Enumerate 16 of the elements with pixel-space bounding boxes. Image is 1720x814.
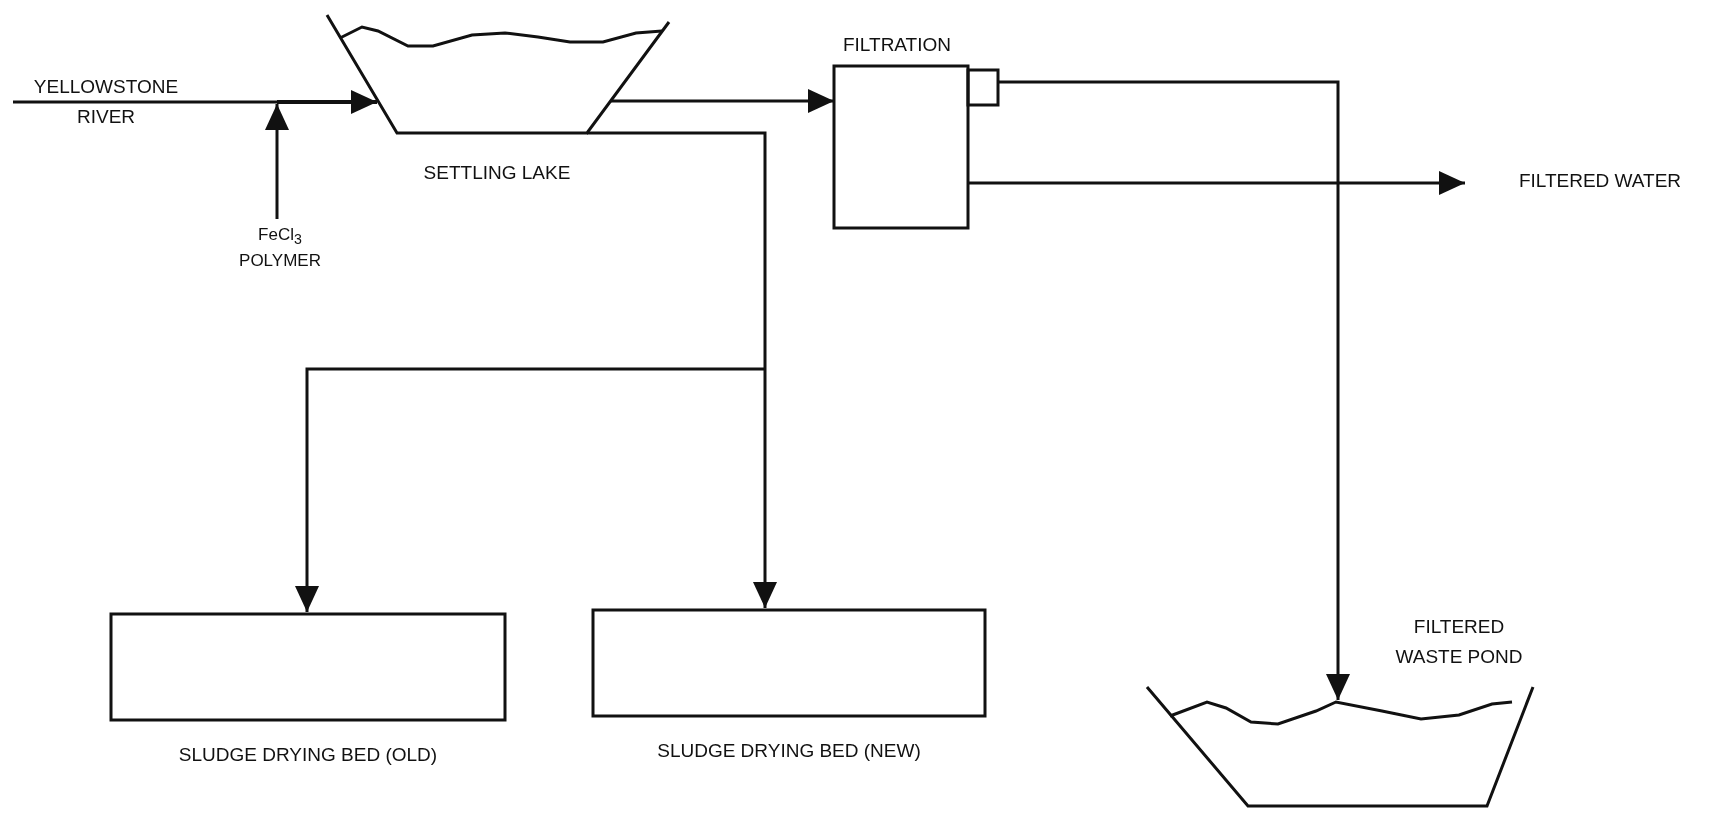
- flow-arrow: [265, 104, 289, 219]
- process-label: YELLOWSTONE RIVER: [16, 72, 196, 132]
- flow-arrow: [295, 367, 765, 612]
- node-label: FILTERED WASTE POND: [1394, 615, 1524, 669]
- process-label: FeCl$_{3}$ POLYMER: [228, 224, 332, 272]
- flow-arrow: [611, 89, 834, 113]
- flow-line: [587, 131, 767, 369]
- node-label: SETTLING LAKE: [422, 162, 572, 184]
- process-label: FILTERED WATER: [1505, 170, 1695, 196]
- node-label: SLUDGE DRYING BED (OLD): [177, 744, 439, 766]
- node-label: FILTRATION: [842, 34, 952, 56]
- flow-arrow: [968, 171, 1465, 195]
- flow-line: [277, 90, 377, 114]
- flow-arrow: [998, 80, 1350, 700]
- flow-arrow: [753, 369, 777, 608]
- node-label: SLUDGE DRYING BED (NEW): [656, 740, 922, 762]
